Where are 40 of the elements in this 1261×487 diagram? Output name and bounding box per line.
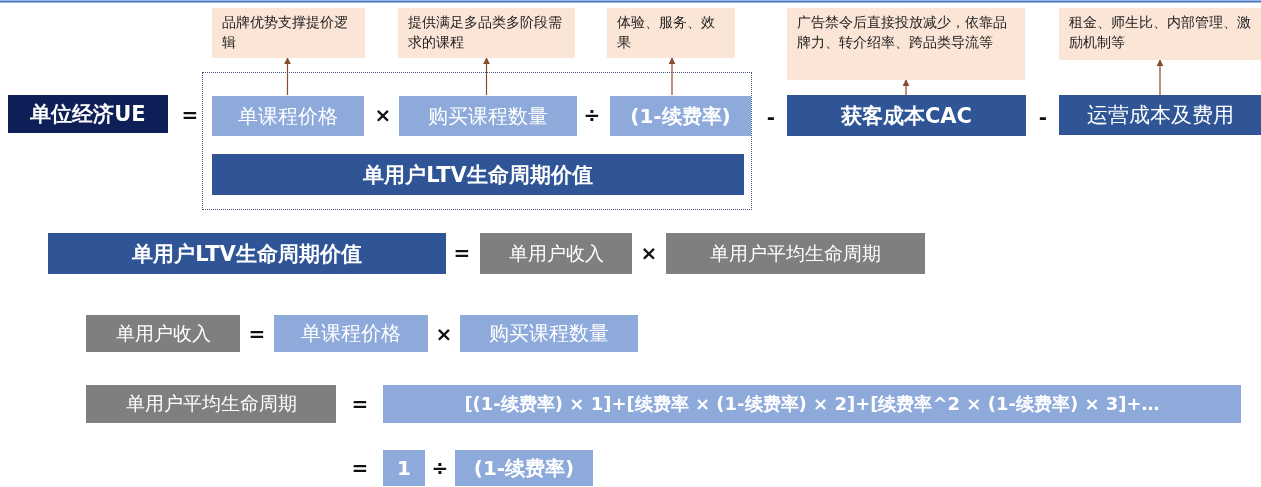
operator-symbol: = — [181, 103, 199, 127]
operator-symbol: = — [351, 392, 369, 416]
term-box: (1-续费率) — [610, 96, 751, 136]
arrow — [482, 57, 491, 96]
note-box: 租金、师生比、内部管理、激励机制等 — [1059, 8, 1261, 60]
note-box: 广告禁令后直接投放减少，依靠品牌力、转介绍率、跨品类导流等 — [787, 8, 1025, 80]
operator-symbol: = — [248, 322, 266, 346]
term-box: 购买课程数量 — [399, 96, 577, 136]
operator-symbol: × — [640, 241, 658, 265]
term-box: 单用户平均生命周期 — [666, 233, 925, 274]
term-box: 1 — [383, 450, 425, 486]
term-box: 购买课程数量 — [460, 315, 638, 352]
note-box: 体验、服务、效果 — [607, 8, 735, 58]
dotted-group-box — [202, 72, 752, 210]
term-box: 单用户收入 — [480, 233, 632, 274]
arrow — [902, 79, 910, 96]
arrow — [1156, 59, 1164, 96]
operator-symbol: × — [374, 103, 392, 127]
term-box: (1-续费率) — [455, 450, 593, 486]
term-box: 单课程价格 — [212, 96, 364, 136]
term-box: 单用户LTV生命周期价值 — [212, 154, 744, 195]
note-box: 提供满足多品类多阶段需求的课程 — [398, 8, 575, 58]
term-box: 运营成本及费用 — [1059, 95, 1261, 135]
operator-symbol: ÷ — [431, 456, 449, 480]
operator-symbol: × — [435, 322, 453, 346]
arrow — [283, 57, 292, 96]
operator-symbol: = — [453, 241, 471, 265]
operator-symbol: - — [766, 105, 776, 129]
term-box: 单用户收入 — [86, 315, 240, 352]
term-box: 获客成本CAC — [787, 95, 1026, 136]
term-box: 单用户LTV生命周期价值 — [48, 233, 446, 274]
term-box: 单课程价格 — [274, 315, 428, 352]
operator-symbol: ÷ — [583, 103, 601, 127]
arrow — [668, 57, 676, 96]
operator-symbol: = — [351, 456, 369, 480]
formula-box: 单位经济UE — [8, 95, 168, 133]
term-box: 单用户平均生命周期 — [86, 385, 336, 423]
operator-symbol: - — [1038, 105, 1048, 129]
term-box: [(1-续费率) × 1]+[续费率 × (1-续费率) × 2]+[续费率^2 × (1-续费率) × 3]+… — [383, 385, 1241, 423]
note-box: 品牌优势支撑提价逻辑 — [212, 8, 365, 58]
